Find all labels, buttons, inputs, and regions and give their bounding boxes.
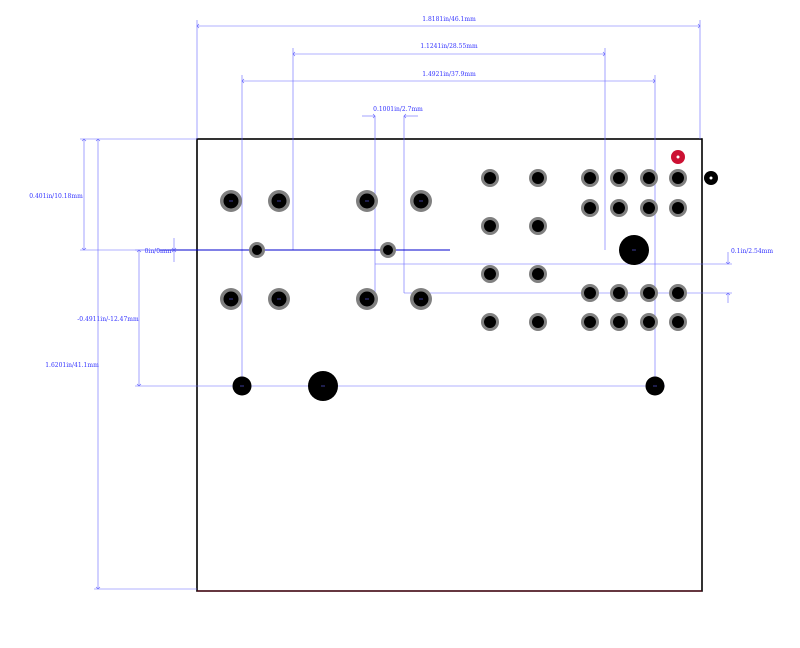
pad — [610, 169, 628, 187]
pad — [581, 284, 599, 302]
dimension-row-pitch: 0.1in/2.54mm — [375, 248, 773, 303]
pad-group-right — [581, 169, 687, 331]
pad — [640, 284, 658, 302]
dimension-lower-offset-label: -0.4911in/-12.47mm — [77, 316, 139, 323]
dimension-overall-height: 1.6201in/41.1mm — [45, 138, 197, 590]
pad — [529, 169, 547, 187]
dimension-overall-width-label: 1.8181in/46.1mm — [422, 16, 476, 23]
pad — [249, 242, 265, 258]
pad — [640, 313, 658, 331]
center-marks — [229, 200, 657, 387]
pad — [669, 199, 687, 217]
dimension-left-row-offset-label: 0.401in/10.18mm — [29, 193, 83, 200]
dimension-zero-ref-label: 0in/0mm — [145, 248, 172, 255]
dimension-lower-offset: -0.4911in/-12.47mm — [77, 249, 665, 387]
pad — [481, 169, 499, 187]
pad — [640, 199, 658, 217]
pad — [529, 313, 547, 331]
pad — [610, 199, 628, 217]
mounting-holes — [232, 235, 665, 401]
pad — [669, 169, 687, 187]
dimension-left-row-offset: 0.401in/10.18mm — [29, 138, 293, 251]
pad — [581, 313, 599, 331]
pad — [581, 199, 599, 217]
pad — [610, 313, 628, 331]
pad — [481, 313, 499, 331]
dimension-pin-span-a-label: 1.1241in/28.55mm — [420, 43, 478, 50]
dimension-zero-ref: 0in/0mm — [145, 238, 450, 262]
dimension-overall-height-label: 1.6201in/41.1mm — [45, 362, 99, 369]
dimension-pin-span-a: 1.1241in/28.55mm — [292, 43, 606, 250]
dimension-pin-span-b: 1.4921in/37.9mm — [241, 71, 656, 386]
pad — [640, 169, 658, 187]
pad-group-middle — [481, 169, 547, 331]
origin-marker-icon — [704, 171, 718, 185]
pin1-marker-icon — [671, 150, 685, 164]
dimension-overall-width: 1.8181in/46.1mm — [196, 16, 701, 139]
pad — [380, 242, 396, 258]
pad — [610, 284, 628, 302]
pad — [669, 313, 687, 331]
dimension-row-pitch-label: 0.1in/2.54mm — [731, 248, 773, 255]
pad — [529, 265, 547, 283]
dimension-pin-span-b-label: 1.4921in/37.9mm — [422, 71, 476, 78]
pad — [669, 284, 687, 302]
pad — [581, 169, 599, 187]
pad — [529, 217, 547, 235]
dimension-pin-pitch-label: 0.1001in/2.7mm — [373, 106, 423, 113]
pad — [481, 217, 499, 235]
pad — [481, 265, 499, 283]
